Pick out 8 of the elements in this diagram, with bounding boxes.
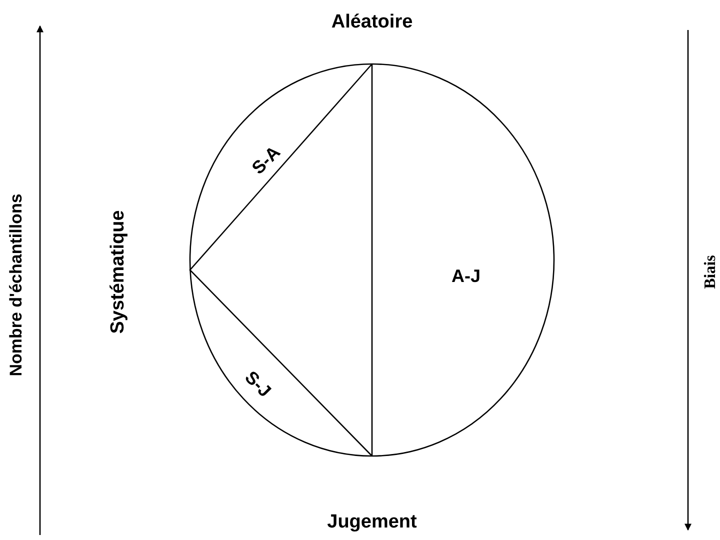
vertex-label: Aléatoire [331, 12, 413, 32]
region-label: S-J [242, 368, 274, 400]
region-label: A-J [452, 267, 480, 285]
vertex-label: Systématique [108, 210, 128, 334]
vertex-label: Jugement [327, 512, 417, 532]
region-label: S-A [248, 142, 284, 178]
axis-label: Nombre d'échantillons [8, 194, 24, 376]
axis-label: Biais [703, 255, 719, 289]
